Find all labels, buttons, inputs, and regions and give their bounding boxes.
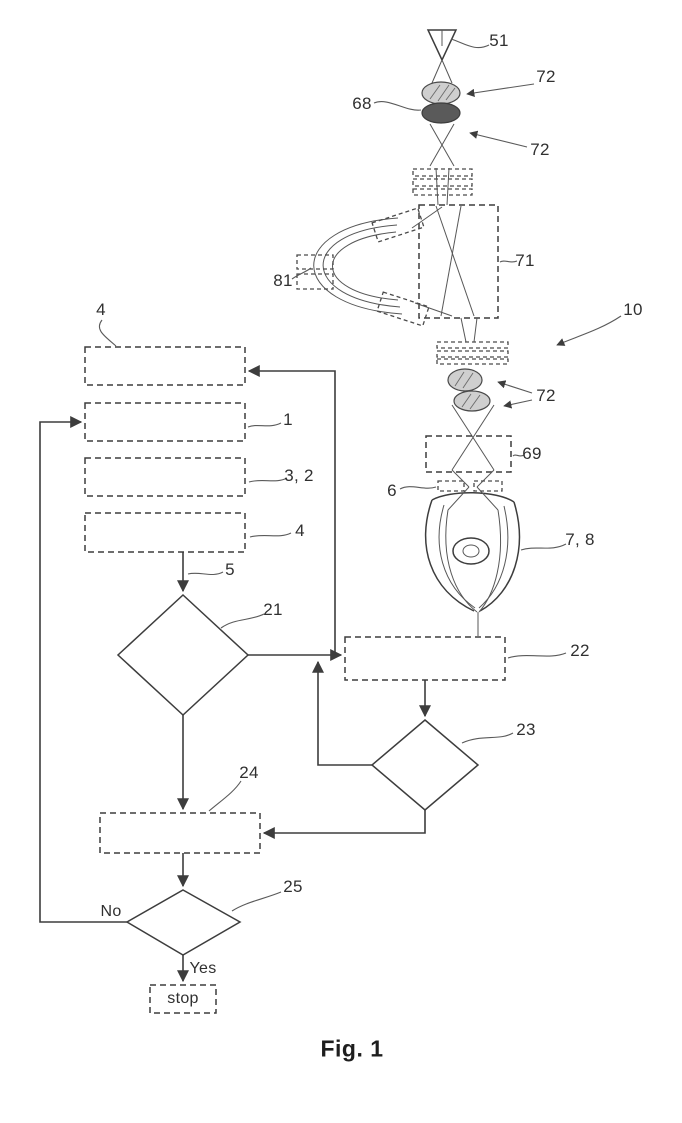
- decision-25: [125, 889, 242, 956]
- decision-23: [370, 719, 480, 811]
- label-process-24: 24: [239, 763, 259, 782]
- optical-column: [296, 29, 521, 636]
- label-gun-lens: 68: [352, 94, 372, 113]
- label-gun-deflector: 72: [536, 67, 556, 86]
- label-stop: stop: [167, 990, 199, 1007]
- electron-source: [426, 29, 458, 62]
- flow-connectors: [39, 365, 431, 983]
- aperture: [437, 469, 503, 492]
- label-condenser-lenses: 72: [536, 386, 556, 405]
- beam-crossover-lower: [451, 404, 495, 471]
- label-decision-21: 21: [263, 600, 283, 619]
- flowchart: [39, 346, 506, 1014]
- flow-box-top-4: [84, 346, 246, 386]
- label-no: No: [100, 903, 122, 920]
- monochromator: [296, 207, 430, 327]
- label-lens-box: 69: [522, 444, 542, 463]
- label-process-22: 22: [570, 641, 590, 660]
- process-box-24: [99, 812, 261, 854]
- decision-21: [116, 593, 250, 717]
- corrector-box: [411, 204, 499, 319]
- objective-lens: [424, 486, 521, 636]
- label-aperture: 6: [387, 481, 397, 500]
- label-decision-25: 25: [283, 877, 303, 896]
- label-monochromator: 81: [273, 271, 293, 290]
- label-arrow-5: 5: [225, 560, 235, 579]
- figure-caption: Fig. 1: [320, 1035, 384, 1062]
- deflector-stack-upper: [412, 167, 473, 206]
- condenser-lenses: [447, 368, 491, 412]
- flow-box-1: [84, 402, 246, 442]
- beam-crossover-upper: [429, 123, 455, 167]
- flow-box-3-2: [84, 457, 246, 497]
- label-gun-deflector-2: 72: [530, 140, 550, 159]
- label-decision-23: 23: [516, 720, 536, 739]
- stop-box: [149, 984, 217, 1014]
- label-flow-box-top: 4: [96, 300, 106, 319]
- label-source: 51: [489, 31, 509, 50]
- lens-box: [425, 435, 512, 473]
- flow-box-4: [84, 512, 246, 553]
- gun-lens: [421, 81, 461, 124]
- leader-lines: [98, 38, 622, 912]
- label-objective: 7, 8: [565, 530, 595, 549]
- deflector-stack-mid: [436, 317, 509, 365]
- label-flow-box-3-2: 3, 2: [284, 466, 314, 485]
- label-flow-box-1: 1: [283, 410, 293, 429]
- label-yes: Yes: [189, 960, 217, 977]
- label-corrector-box: 71: [515, 251, 535, 270]
- label-system: 10: [623, 300, 643, 319]
- label-flow-box-4: 4: [295, 521, 305, 540]
- process-box-22: [344, 636, 506, 681]
